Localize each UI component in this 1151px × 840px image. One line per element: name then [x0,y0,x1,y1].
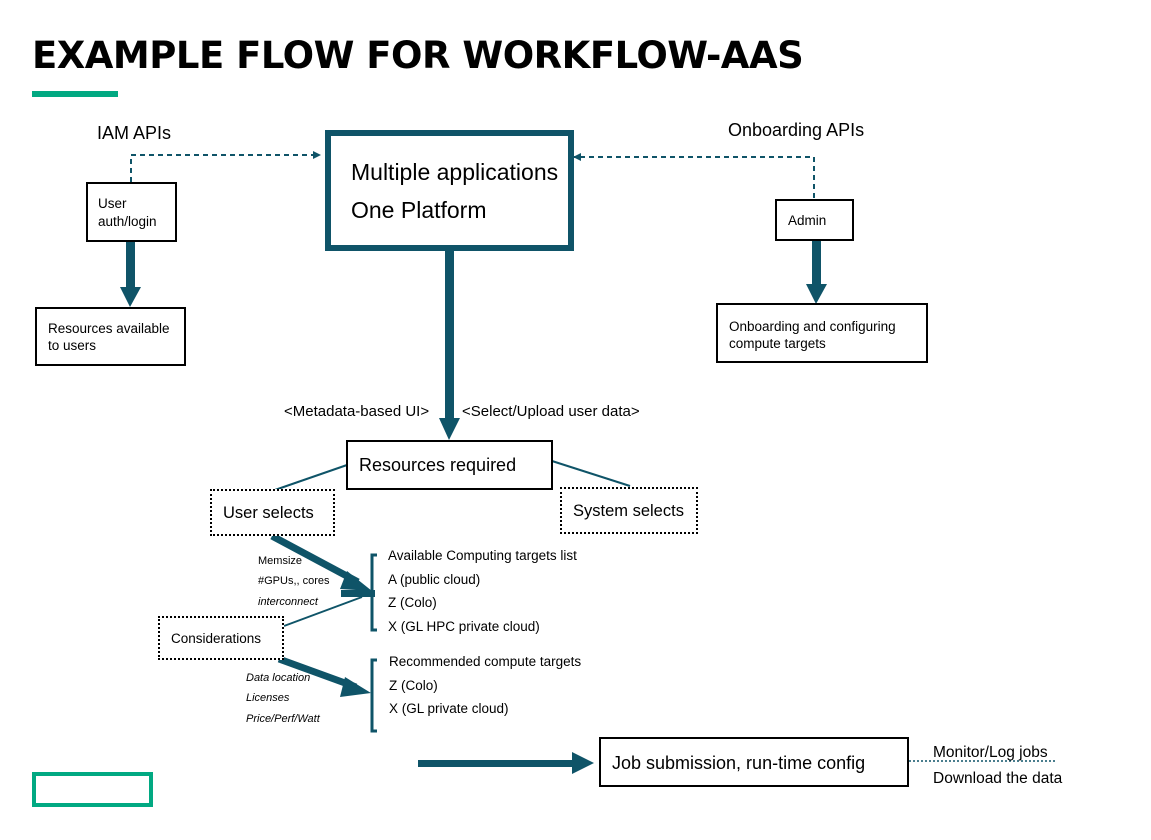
resources-required-box: Resources required [346,440,553,490]
resources-to-user-line [271,464,348,492]
available-target-item: A (public cloud) [388,572,481,587]
platform-line-2: One Platform [351,197,487,223]
recommended-target-item: Z (Colo) [389,678,438,693]
system-selects-label: System selects [573,502,684,520]
user-auth-line-2: auth/login [98,214,157,229]
user-auth-arrow-shaft [126,242,135,288]
onboarding-config-box: Onboarding and configuring compute targe… [716,303,928,363]
bracket-bar-1 [341,590,375,597]
select-upload-label: <Select/Upload user data> [462,403,640,420]
monitor-log-label: Monitor/Log jobs [933,744,1048,761]
page-title: EXAMPLE FLOW FOR WORKFLOW-AAS [32,34,804,77]
brand-logo [32,772,153,807]
title-accent-bar [32,91,118,97]
considerations-label: Considerations [171,631,262,646]
considerations-arrow-shaft [277,655,358,691]
user-param-memsize: Memsize [258,555,303,567]
user-auth-box: User auth/login [86,182,177,242]
considerations-box: Considerations [158,616,284,660]
platform-arrow-shaft [445,250,454,420]
consideration-data-location: Data location [246,672,311,684]
consideration-licenses: Licenses [246,692,290,704]
resources-available-line-1: Resources available [48,321,170,336]
admin-label: Admin [788,213,827,228]
user-param-gpus-cores: #GPUs,, cores [258,575,330,587]
recommended-bracket [370,658,377,733]
available-target-item: X (GL HPC private cloud) [388,619,540,634]
recommended-target-item: X (GL private cloud) [389,701,509,716]
available-bracket [370,553,377,632]
user-auth-arrow-head [120,287,141,307]
resources-to-system-line [551,460,631,487]
admin-arrow-shaft [812,241,821,285]
iam-dashed-connector [130,151,321,182]
platform-box [325,130,574,251]
available-target-item: Z (Colo) [388,595,437,610]
onboarding-dashed-connector [573,153,815,198]
user-selects-label: User selects [223,504,314,522]
recommended-targets-heading: Recommended compute targets [389,654,582,669]
admin-arrow-head [806,284,827,304]
job-submission-label: Job submission, run-time config [612,753,866,773]
considerations-to-available-line [283,596,363,627]
metadata-ui-label: <Metadata-based UI> [284,403,430,420]
job-arrow-shaft [418,760,576,767]
onboarding-apis-label: Onboarding APIs [728,120,865,140]
consideration-price-perf-watt: Price/Perf/Watt [246,713,320,725]
job-submission-box: Job submission, run-time config [599,737,909,787]
user-auth-line-1: User [98,196,127,211]
user-selects-arrow-head [340,571,372,591]
resources-available-line-2: to users [48,338,97,353]
job-arrow-head [572,752,594,774]
admin-box: Admin [775,199,854,241]
download-data-label: Download the data [933,770,1063,787]
platform-line-1: Multiple applications [351,159,559,185]
onboarding-config-line-2: compute targets [729,336,826,351]
considerations-arrow-head [340,677,371,697]
user-param-interconnect: interconnect [258,596,318,608]
platform-arrow-head [439,418,460,440]
user-selects-box: User selects [210,489,335,536]
iam-apis-label: IAM APIs [97,123,172,143]
system-selects-box: System selects [560,487,698,534]
resources-available-box: Resources available to users [35,307,186,366]
user-selects-arrow-shaft [270,532,360,586]
resources-required-label: Resources required [359,455,517,475]
onboarding-config-line-1: Onboarding and configuring [729,319,896,334]
available-targets-heading: Available Computing targets list [388,548,577,563]
